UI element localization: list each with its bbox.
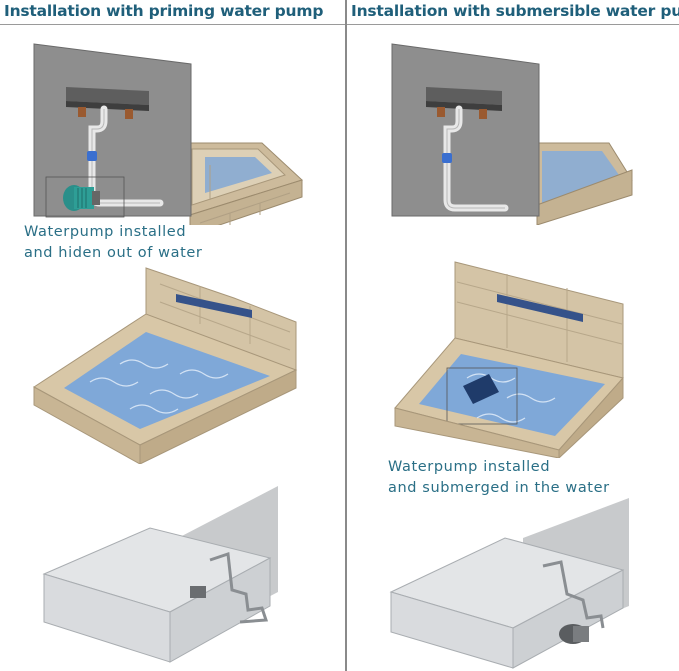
wall — [391, 43, 540, 217]
pool-water — [542, 151, 619, 203]
left-column-title: Installation with priming water pump — [4, 2, 324, 20]
left-wall-priming-pump-illustration — [0, 25, 345, 225]
right-column-title: Installation with submersible water pump — [351, 2, 679, 20]
wall — [33, 43, 192, 217]
pool-water — [205, 157, 272, 193]
left-caption-line1: Waterpump installed — [24, 224, 187, 240]
spout — [176, 294, 252, 318]
right-pool-illustration — [347, 258, 679, 458]
submersible-pump — [463, 374, 499, 404]
right-caption: Waterpump installed and submerged in the… — [388, 457, 610, 499]
valve — [442, 153, 452, 163]
left-pool-illustration — [0, 264, 345, 464]
spout — [426, 87, 502, 105]
right-schematic-illustration — [347, 496, 679, 671]
column-divider — [345, 0, 347, 671]
left-schematic-illustration — [0, 482, 345, 671]
right-caption-line2: and submerged in the water — [388, 480, 610, 496]
valve — [87, 151, 97, 161]
priming-pump — [190, 586, 206, 598]
right-wall-submersible-illustration — [347, 25, 679, 225]
right-caption-line1: Waterpump installed — [388, 459, 551, 475]
left-caption-line2: and hiden out of water — [24, 245, 203, 261]
pool-water — [64, 332, 270, 429]
header-divider — [0, 24, 679, 25]
spout — [497, 294, 583, 322]
left-caption: Waterpump installed and hiden out of wat… — [24, 222, 202, 264]
spout — [66, 87, 149, 105]
